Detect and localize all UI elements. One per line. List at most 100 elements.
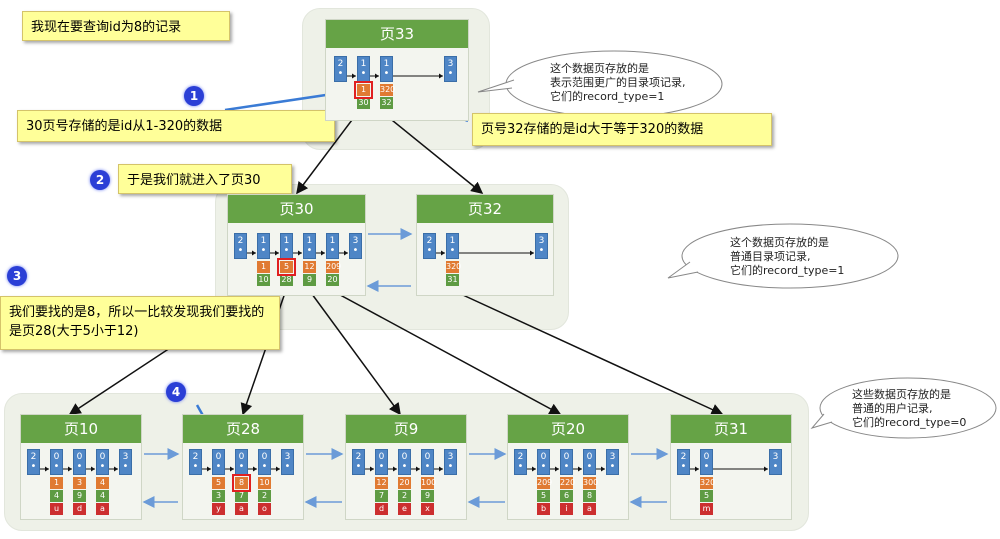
next-pointer-dot: •	[703, 461, 710, 472]
bubble-mid-line1: 这个数据页存放的是	[730, 236, 829, 249]
record-type-cell: 0•	[96, 449, 109, 475]
next-pointer-dot: •	[238, 461, 245, 472]
record-type-cell: 0•	[398, 449, 411, 475]
step-badge-3: 3	[7, 266, 27, 286]
key-cell: 4	[96, 477, 109, 489]
record-type-label: 2	[30, 452, 37, 462]
key-cell: 209	[537, 477, 553, 489]
record-type-cell: 0•	[212, 449, 225, 475]
key-cell: 20	[398, 477, 411, 489]
next-record-arrowhead	[253, 466, 257, 472]
user-field-cell: i	[560, 503, 573, 515]
record-type-label: 1	[283, 236, 290, 246]
next-pointer-dot: •	[449, 245, 456, 256]
record-type-label: 0	[586, 452, 593, 462]
bubble-mid-line3: 它们的record_type=1	[730, 264, 845, 277]
key-cell: 1	[357, 84, 370, 96]
next-pointer-dot: •	[540, 461, 547, 472]
user-field-cell: y	[212, 503, 225, 515]
page-title: 页20	[508, 415, 628, 443]
key-cell: 320	[700, 477, 716, 489]
record-type-cell: 0•	[375, 449, 388, 475]
next-pointer-dot: •	[99, 461, 106, 472]
next-record-arrowhead	[370, 466, 374, 472]
next-pointer-dot: •	[306, 245, 313, 256]
next-record-arrowhead	[416, 466, 420, 472]
user-field-cell: a	[96, 503, 109, 515]
next-pointer-dot: •	[283, 245, 290, 256]
step-badge-1: 1	[184, 86, 204, 106]
record-type-cell: 2•	[514, 449, 527, 475]
user-field-cell: b	[537, 503, 550, 515]
key-cell: 320	[446, 261, 462, 273]
user-field-cell: d	[375, 503, 388, 515]
next-record-arrowhead	[764, 466, 768, 472]
next-record-arrowhead	[439, 466, 443, 472]
user-field-cell: a	[235, 503, 248, 515]
next-pointer-dot: •	[215, 461, 222, 472]
next-record-arrowhead	[393, 466, 397, 472]
key-cell: 12	[303, 261, 316, 273]
record-type-cell: 3•	[349, 233, 362, 259]
record-type-cell: 0•	[560, 449, 573, 475]
record-type-cell: 1•	[446, 233, 459, 259]
record-type-cell: 3•	[444, 449, 457, 475]
value-cell: 9	[421, 490, 434, 502]
value-cell: 4	[50, 490, 63, 502]
record-type-label: 0	[238, 452, 245, 462]
arrow-32-to-31	[451, 289, 724, 416]
bubble-mid-text: 这个数据页存放的是 普通目录项记录, 它们的record_type=1	[730, 236, 870, 278]
record-type-cell: 0•	[258, 449, 271, 475]
record-type-label: 0	[703, 452, 710, 462]
record-type-label: 2	[337, 59, 344, 69]
next-pointer-dot: •	[563, 461, 570, 472]
value-cell: 30	[357, 97, 370, 109]
note-page32-range: 页号32存储的是id大于等于320的数据	[472, 113, 772, 146]
user-field-cell: a	[583, 503, 596, 515]
next-pointer-dot: •	[378, 461, 385, 472]
next-record-arrowhead	[91, 466, 95, 472]
next-pointer-dot: •	[680, 461, 687, 472]
next-record-arrowhead	[276, 466, 280, 472]
record-type-label: 2	[680, 452, 687, 462]
goal-note: 我现在要查询id为8的记录	[22, 11, 230, 41]
value-cell: 5	[700, 490, 713, 502]
next-pointer-dot: •	[383, 68, 390, 79]
value-cell: 32	[380, 97, 393, 109]
record-type-cell: 3•	[281, 449, 294, 475]
next-record-arrowhead	[532, 466, 536, 472]
next-pointer-dot: •	[609, 461, 616, 472]
note-page30-range: 30页号存储的是id从1-320的数据	[17, 110, 335, 142]
value-cell: 6	[560, 490, 573, 502]
arrow-30-to-20	[330, 289, 562, 415]
next-pointer-dot: •	[30, 461, 37, 472]
next-pointer-dot: •	[401, 461, 408, 472]
record-type-label: 0	[215, 452, 222, 462]
value-cell: 5	[537, 490, 550, 502]
next-record-arrowhead	[230, 466, 234, 472]
arrow-30-to-9	[308, 289, 401, 416]
bubble-top-text: 这个数据页存放的是 表示范围更广的目录项记录, 它们的record_type=1	[550, 62, 700, 104]
next-record-arrowhead	[252, 250, 256, 256]
record-type-label: 1	[383, 59, 390, 69]
record-type-cell: 0•	[73, 449, 86, 475]
record-type-label: 1	[306, 236, 313, 246]
next-pointer-dot: •	[122, 461, 129, 472]
key-cell: 12	[375, 477, 388, 489]
record-type-cell: 0•	[537, 449, 550, 475]
record-type-cell: 0•	[583, 449, 596, 475]
user-field-cell: m	[700, 503, 713, 515]
note-enter-page30: 于是我们就进入了页30	[118, 164, 292, 194]
bubble-bottom-line3: 它们的record_type=0	[852, 416, 967, 429]
next-pointer-dot: •	[426, 245, 433, 256]
record-type-cell: 2•	[234, 233, 247, 259]
record-type-label: 3	[122, 452, 129, 462]
record-links	[684, 466, 768, 472]
record-type-cell: 3•	[119, 449, 132, 475]
record-type-cell: 0•	[50, 449, 63, 475]
next-pointer-dot: •	[360, 68, 367, 79]
page-title: 页30	[228, 195, 365, 223]
